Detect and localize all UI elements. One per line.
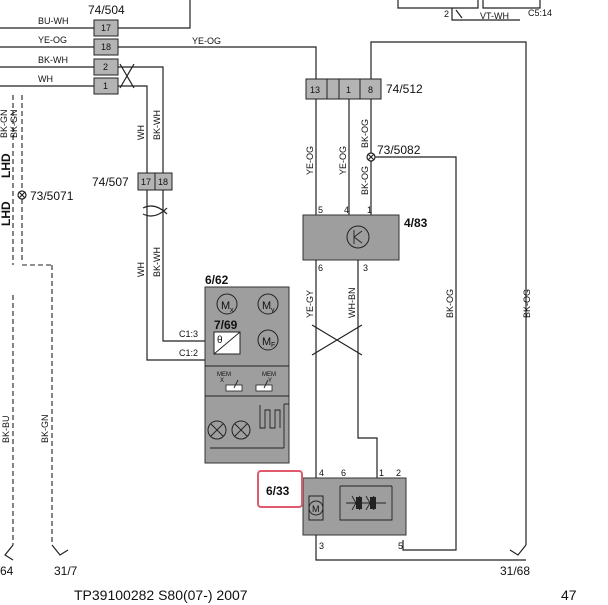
wire-label-bk-og-512: BK-OG	[360, 119, 370, 148]
component-4-83-pin: 6	[318, 263, 323, 273]
wire-label-bk-og-512b: BK-OG	[360, 166, 370, 195]
component-6-33-pin: 1	[379, 468, 384, 478]
connector-74-504-pin: 1	[103, 81, 108, 91]
component-6-33-pin: 6	[341, 468, 346, 478]
connector-74-512-label: 74/512	[386, 82, 423, 96]
motor-x-sub: x	[230, 307, 234, 314]
ground-73-5082-label: 73/5082	[377, 143, 421, 157]
connector-74-512-pin: 8	[368, 85, 373, 95]
mem-y-axis: Y	[268, 378, 272, 384]
motor-y-label: M	[262, 300, 271, 312]
wire-label-ye-og: YE-OG	[38, 35, 67, 45]
terminal-right-label: 31/68	[500, 564, 530, 578]
wire-label-bk-bu: BK-BU	[1, 415, 11, 443]
wire-label-ye-og-512b: YE-OG	[338, 146, 348, 175]
wire-label-bk-wh: BK-WH	[38, 55, 68, 65]
connector-74-512-pin: 1	[346, 85, 351, 95]
wire-label-bk-gn: BK-GN	[9, 109, 19, 138]
wire-label-vt-wh: VT-WH	[480, 11, 509, 21]
wire-label-ye-gy: YE-GY	[305, 290, 315, 318]
component-6-33-label: 6/33	[266, 484, 290, 498]
twisted-pair-symbol	[119, 63, 135, 89]
mem-x-axis: X	[220, 378, 224, 384]
component-6-33: 6/33 4 6 1 2 3 5 M	[257, 468, 407, 551]
connector-74-504: 17 18 2 1 74/504	[88, 3, 125, 95]
component-6-62: 6/62 M x M y M F 7/69 θ MEM X MEM Y	[204, 273, 290, 464]
connector-74-507: 17 18 74/507	[92, 172, 173, 217]
top-right-component: 2 VT-WH C5:14	[397, 0, 552, 21]
component-6-33-pin: 4	[319, 468, 324, 478]
pin-c1-3: C1:3	[179, 329, 198, 339]
motor-f-label: M	[262, 336, 271, 348]
component-7-69-label: 7/69	[214, 318, 238, 332]
wire-label-wh-vert: WH	[136, 125, 146, 140]
ground-73-5071-label: 73/5071	[30, 189, 74, 203]
terminal-left: 64	[0, 544, 14, 578]
connector-74-504-label: 74/504	[88, 3, 125, 17]
motor-x-label: M	[221, 300, 230, 312]
component-6-33-pin: 3	[319, 541, 324, 551]
terminal-mid-label: 31/7	[54, 564, 78, 578]
wire-label-bk-gn-low: BK-GN	[40, 414, 50, 443]
terminal-mid: 31/7	[51, 544, 78, 578]
motor-label: M	[312, 504, 320, 514]
left-wire-bundle	[0, 0, 317, 545]
wire-label-wh-bn: WH-BN	[347, 288, 357, 319]
component-4-83: 4/83 5 4 1 6 3	[302, 205, 428, 273]
wire-label-bu-wh: BU-WH	[38, 16, 69, 26]
highlight-box	[257, 470, 303, 508]
mem-x-label: MEM	[217, 372, 231, 378]
wire-label-bk-og-far: BK-OG	[522, 289, 532, 318]
wire-label-bk-gn: BK-GN	[0, 109, 9, 138]
connector-74-512-pin: 13	[310, 85, 320, 95]
connector-74-504-pin: 17	[101, 23, 111, 33]
lhd-label: LHD	[0, 201, 13, 226]
top-right-pin: 2	[444, 9, 449, 19]
component-4-83-pin: 1	[367, 205, 372, 215]
component-4-83-pin: 3	[363, 263, 368, 273]
connector-c5-14: C5:14	[528, 8, 552, 18]
connector-74-512: 13 1 8 74/512	[305, 78, 423, 100]
component-6-33-pin: 5	[398, 541, 403, 551]
wire-label-bk-wh-vert: BK-WH	[152, 110, 162, 140]
footer-reference: TP39100282 S80(07-) 2007	[74, 587, 248, 603]
wire-label-wh-low: WH	[136, 262, 146, 277]
connector-74-504-pin: 2	[103, 62, 108, 72]
wire-label-bk-wh-low: BK-WH	[152, 247, 162, 277]
connector-74-504-pin: 18	[101, 42, 111, 52]
component-4-83-pin: 4	[344, 205, 349, 215]
theta-symbol: θ	[217, 335, 223, 346]
wire-label-bk-og-right: BK-OG	[445, 289, 455, 318]
footer-page-number: 47	[561, 587, 577, 603]
wire-label-wh: WH	[38, 74, 53, 84]
wire-label-ye-og-512a: YE-OG	[305, 146, 315, 175]
wire-label-ye-og-top: YE-OG	[192, 36, 221, 46]
terminal-left-label: 64	[0, 564, 14, 578]
terminal-right: 31/68	[500, 544, 530, 578]
component-4-83-label: 4/83	[404, 216, 428, 230]
component-6-33-pin: 2	[396, 468, 401, 478]
connector-74-507-pin: 17	[141, 177, 151, 187]
motor-f-sub: F	[271, 342, 275, 349]
lhd-label: LHD	[0, 153, 13, 178]
motor-y-sub: y	[271, 307, 275, 314]
ground-73-5082: 73/5082	[366, 143, 421, 162]
ground-73-5071: 73/5071	[17, 189, 74, 203]
connector-74-507-pin: 18	[158, 177, 168, 187]
component-6-62-label: 6/62	[205, 273, 229, 287]
connector-74-507-label: 74/507	[92, 175, 129, 189]
pin-c1-2: C1:2	[179, 348, 198, 358]
mem-y-label: MEM	[262, 372, 276, 378]
component-4-83-pin: 5	[318, 205, 323, 215]
